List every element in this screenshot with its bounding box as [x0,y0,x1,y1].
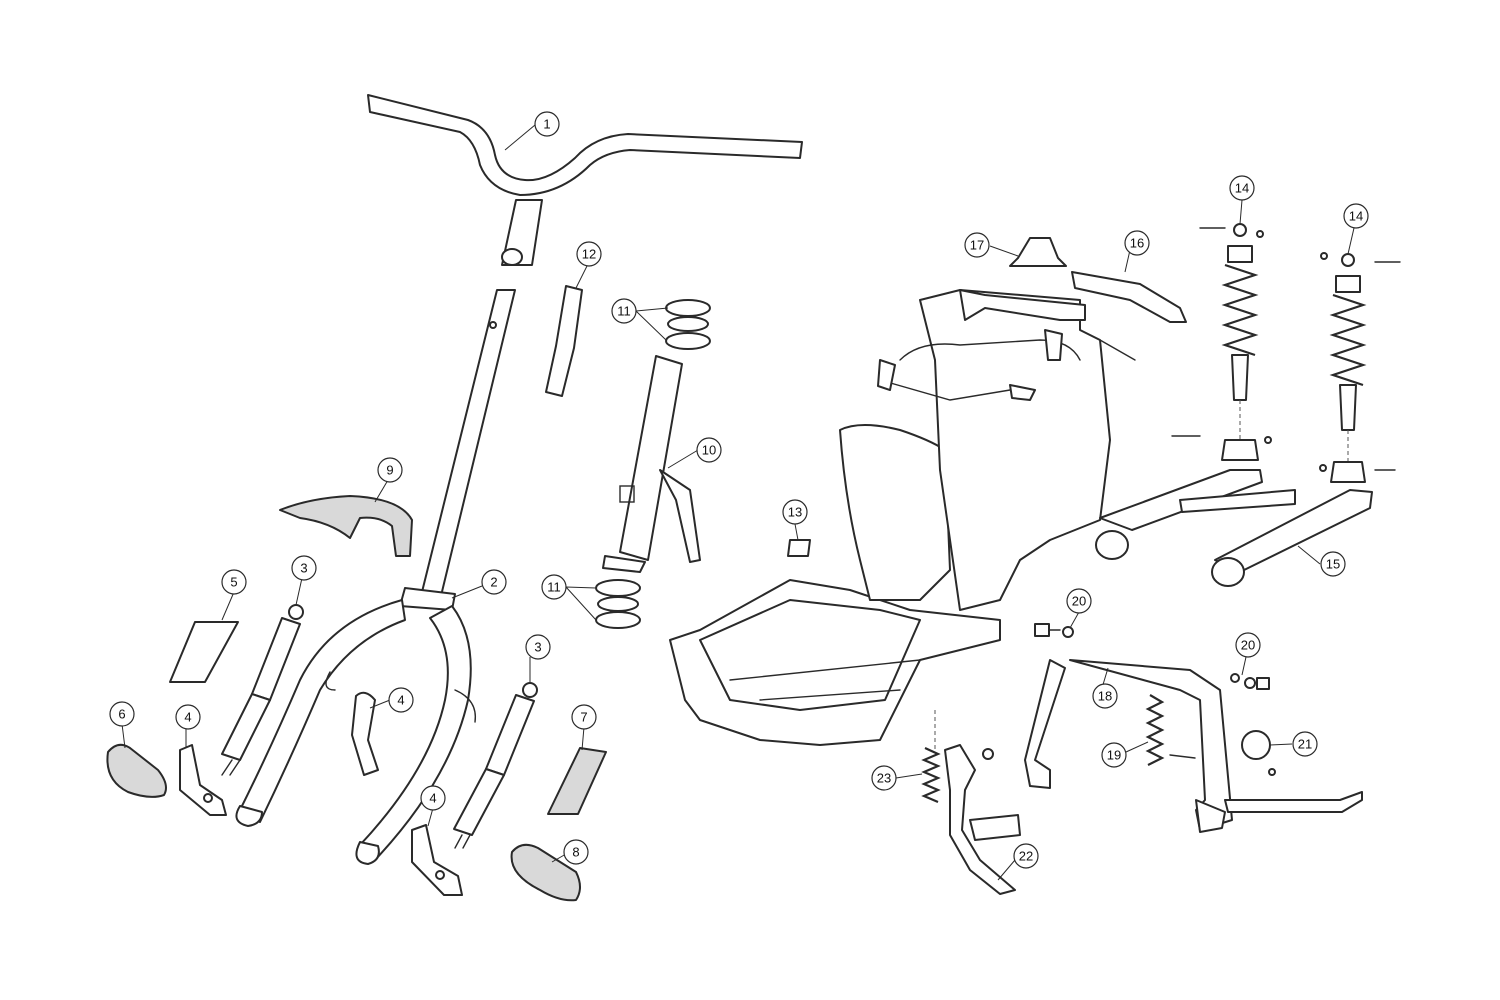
callout-5: 5 [221,569,247,595]
svg-text:22: 22 [1019,849,1033,864]
callout-10: 10 [696,437,722,463]
cover-6 [106,743,167,798]
svg-text:6: 6 [118,707,125,722]
bracket-4a [179,744,227,816]
svg-text:11: 11 [547,580,561,595]
callout-14a: 14 [1229,175,1255,201]
svg-text:16: 16 [1130,236,1144,251]
callout-4a: 4 [175,704,201,730]
callout-16: 16 [1124,230,1150,256]
front-mudguard [279,495,413,557]
callout-2: 2 [481,569,507,595]
front-shock-left [221,604,304,776]
svg-text:17: 17 [970,238,984,253]
bracket-12 [545,285,583,397]
head-tube [602,355,701,573]
svg-text:9: 9 [386,463,393,478]
plate-5 [169,621,239,683]
bearings-upper [665,299,711,350]
bolt-20b [1230,673,1270,690]
callout-1: 1 [534,111,560,137]
svg-text:19: 19 [1107,748,1121,763]
callout-14b: 14 [1343,203,1369,229]
svg-text:3: 3 [300,561,307,576]
svg-text:4: 4 [429,791,436,806]
svg-text:8: 8 [572,845,579,860]
callout-13: 13 [782,499,808,525]
svg-text:5: 5 [230,575,237,590]
steering-column-fork [235,289,516,865]
svg-text:14: 14 [1235,181,1249,196]
svg-text:14: 14 [1349,209,1363,224]
callout-20a: 20 [1066,588,1092,614]
svg-text:20: 20 [1241,638,1255,653]
callout-7: 7 [571,704,597,730]
callout-17: 17 [964,232,990,258]
svg-text:7: 7 [580,710,587,725]
callout-11a: 11 [611,298,637,324]
callout-21: 21 [1292,731,1318,757]
callout-18: 18 [1092,683,1118,709]
svg-text:15: 15 [1326,557,1340,572]
main-frame [669,289,1136,746]
callout-23: 23 [871,765,897,791]
svg-text:11: 11 [617,304,631,319]
svg-text:21: 21 [1298,737,1312,752]
svg-text:23: 23 [877,771,891,786]
callout-11b: 11 [541,574,567,600]
handlebar [367,94,803,266]
callout-15: 15 [1320,551,1346,577]
callout-20b: 20 [1235,632,1261,658]
plate-7 [547,747,607,815]
rear-shock-left [1171,223,1272,461]
svg-text:18: 18 [1098,689,1112,704]
spring-23 [921,747,941,804]
callout-4c: 4 [420,785,446,811]
front-shock-right [453,682,538,849]
svg-text:4: 4 [184,710,191,725]
swing-arm [1095,469,1373,587]
label-13 [787,539,811,557]
callout-8: 8 [563,839,589,865]
bracket-16 [1071,271,1187,323]
svg-text:2: 2 [490,575,497,590]
callout-22: 22 [1013,843,1039,869]
side-stand [944,744,1021,895]
callout-3a: 3 [291,555,317,581]
callout-19: 19 [1101,742,1127,768]
svg-text:13: 13 [788,505,802,520]
spring-19 [1145,694,1165,766]
svg-text:10: 10 [702,443,716,458]
leader-lines [121,124,1355,881]
svg-text:12: 12 [582,247,596,262]
callout-3b: 3 [525,634,551,660]
centre-stand [1024,659,1363,833]
callout-6: 6 [109,701,135,727]
callout-12: 12 [576,241,602,267]
rear-shock-right [1319,252,1401,483]
svg-text:1: 1 [543,117,550,132]
bearings-lower [595,579,641,629]
bracket-17 [1009,237,1067,267]
bracket-4b [351,691,379,776]
svg-text:3: 3 [534,640,541,655]
bolt-20a [1034,623,1074,638]
bracket-4c [411,824,463,896]
svg-text:4: 4 [397,693,404,708]
svg-text:20: 20 [1072,594,1086,609]
callout-4b: 4 [388,687,414,713]
cover-8 [510,843,581,902]
callout-9: 9 [377,457,403,483]
